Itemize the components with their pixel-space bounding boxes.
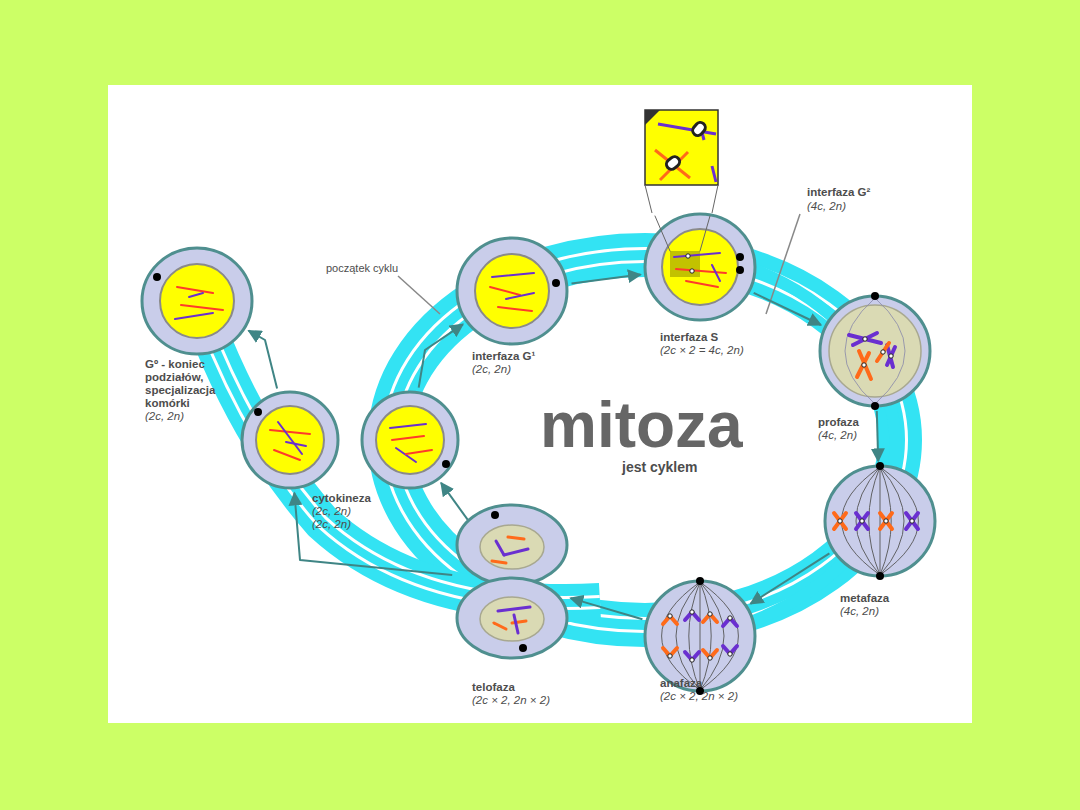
stage-label: (2c, 2n) xyxy=(312,518,351,531)
cycle-arrow xyxy=(572,275,641,284)
stage-name: interfaza G¹ xyxy=(472,350,535,363)
cell-drawing xyxy=(455,236,569,346)
zoom-inset xyxy=(645,110,718,213)
stage-label: interfaza G¹(2c, 2n) xyxy=(472,350,535,376)
dna-formula: (2c × 2, 2n × 2) xyxy=(660,690,738,703)
cycle-arrow xyxy=(877,411,878,461)
diagram-title: mitoza xyxy=(540,393,743,457)
subtitle: jest cyklem xyxy=(622,459,698,475)
cell-drawing xyxy=(360,390,460,490)
stage-name: cytokineza xyxy=(312,492,371,505)
stage-name: interfaza G² xyxy=(807,186,870,198)
leader-line xyxy=(398,276,440,314)
cell-drawing xyxy=(455,505,569,657)
cell-drawing xyxy=(823,464,937,578)
stage-name: telofaza xyxy=(472,681,550,694)
stage-name: metafaza xyxy=(840,592,889,605)
cycle-arrow xyxy=(249,331,278,389)
leader-line xyxy=(766,214,800,314)
stage-label: metafaza(4c, 2n) xyxy=(840,592,889,618)
cell-node: metafaza(4c, 2n) xyxy=(823,464,937,578)
cell-drawing xyxy=(818,294,932,408)
dna-formula: (4c, 2n) xyxy=(807,200,846,212)
stage-label: cytokineza(2c, 2n) xyxy=(312,492,371,518)
stage-label: anafaza(2c × 2, 2n × 2) xyxy=(660,677,738,703)
stage-label: interfaza S(2c × 2 = 4c, 2n) xyxy=(660,331,744,357)
cycle-arrow xyxy=(571,598,643,619)
dna-formula: (4c, 2n) xyxy=(818,429,859,442)
dna-formula: (2c, 2n) xyxy=(312,518,351,531)
cell-node: telofaza(2c × 2, 2n × 2) xyxy=(455,505,569,657)
dna-formula: (2c, 2n) xyxy=(472,363,535,376)
cycle-arrow xyxy=(751,553,830,603)
cycle-arrow xyxy=(294,493,452,575)
cycle-arrow xyxy=(441,483,471,524)
stage-label: profaza(4c, 2n) xyxy=(818,416,859,442)
stage-name: anafaza xyxy=(660,677,738,690)
cell-node: interfaza S(2c × 2 = 4c, 2n) xyxy=(643,212,757,322)
cycle-arrow xyxy=(419,324,463,387)
cell-node: interfaza G¹(2c, 2n) xyxy=(455,236,569,346)
dna-formula: (2c, 2n) xyxy=(312,505,371,518)
stage-label: telofaza(2c × 2, 2n × 2) xyxy=(472,681,550,707)
callout-label: początek cyklu xyxy=(326,262,398,274)
stage-label: Gº - koniec podziałów, specjalizacja kom… xyxy=(145,358,235,423)
dna-formula: (2c × 2, 2n × 2) xyxy=(472,694,550,707)
cell-drawing xyxy=(643,212,757,322)
stage-name: interfaza S xyxy=(660,331,744,344)
cell-node: profaza(4c, 2n) xyxy=(818,294,932,408)
cell-node: anafaza(2c × 2, 2n × 2) xyxy=(643,579,757,693)
cell-node: Gº - koniec podziałów, specjalizacja kom… xyxy=(140,246,254,356)
cell-node: cytokineza(2c, 2n) xyxy=(240,390,340,490)
dna-formula: (2c × 2 = 4c, 2n) xyxy=(660,344,744,357)
stage-name: Gº - koniec podziałów, specjalizacja kom… xyxy=(145,358,235,410)
cell-drawing xyxy=(240,390,340,490)
stage-name: profaza xyxy=(818,416,859,429)
cell-node: (2c, 2n) xyxy=(360,390,460,490)
cell-drawing xyxy=(643,579,757,693)
dna-formula: (4c, 2n) xyxy=(840,605,889,618)
cycle-arrow xyxy=(754,293,821,325)
dna-formula: (2c, 2n) xyxy=(145,410,235,423)
cell-drawing xyxy=(140,246,254,356)
